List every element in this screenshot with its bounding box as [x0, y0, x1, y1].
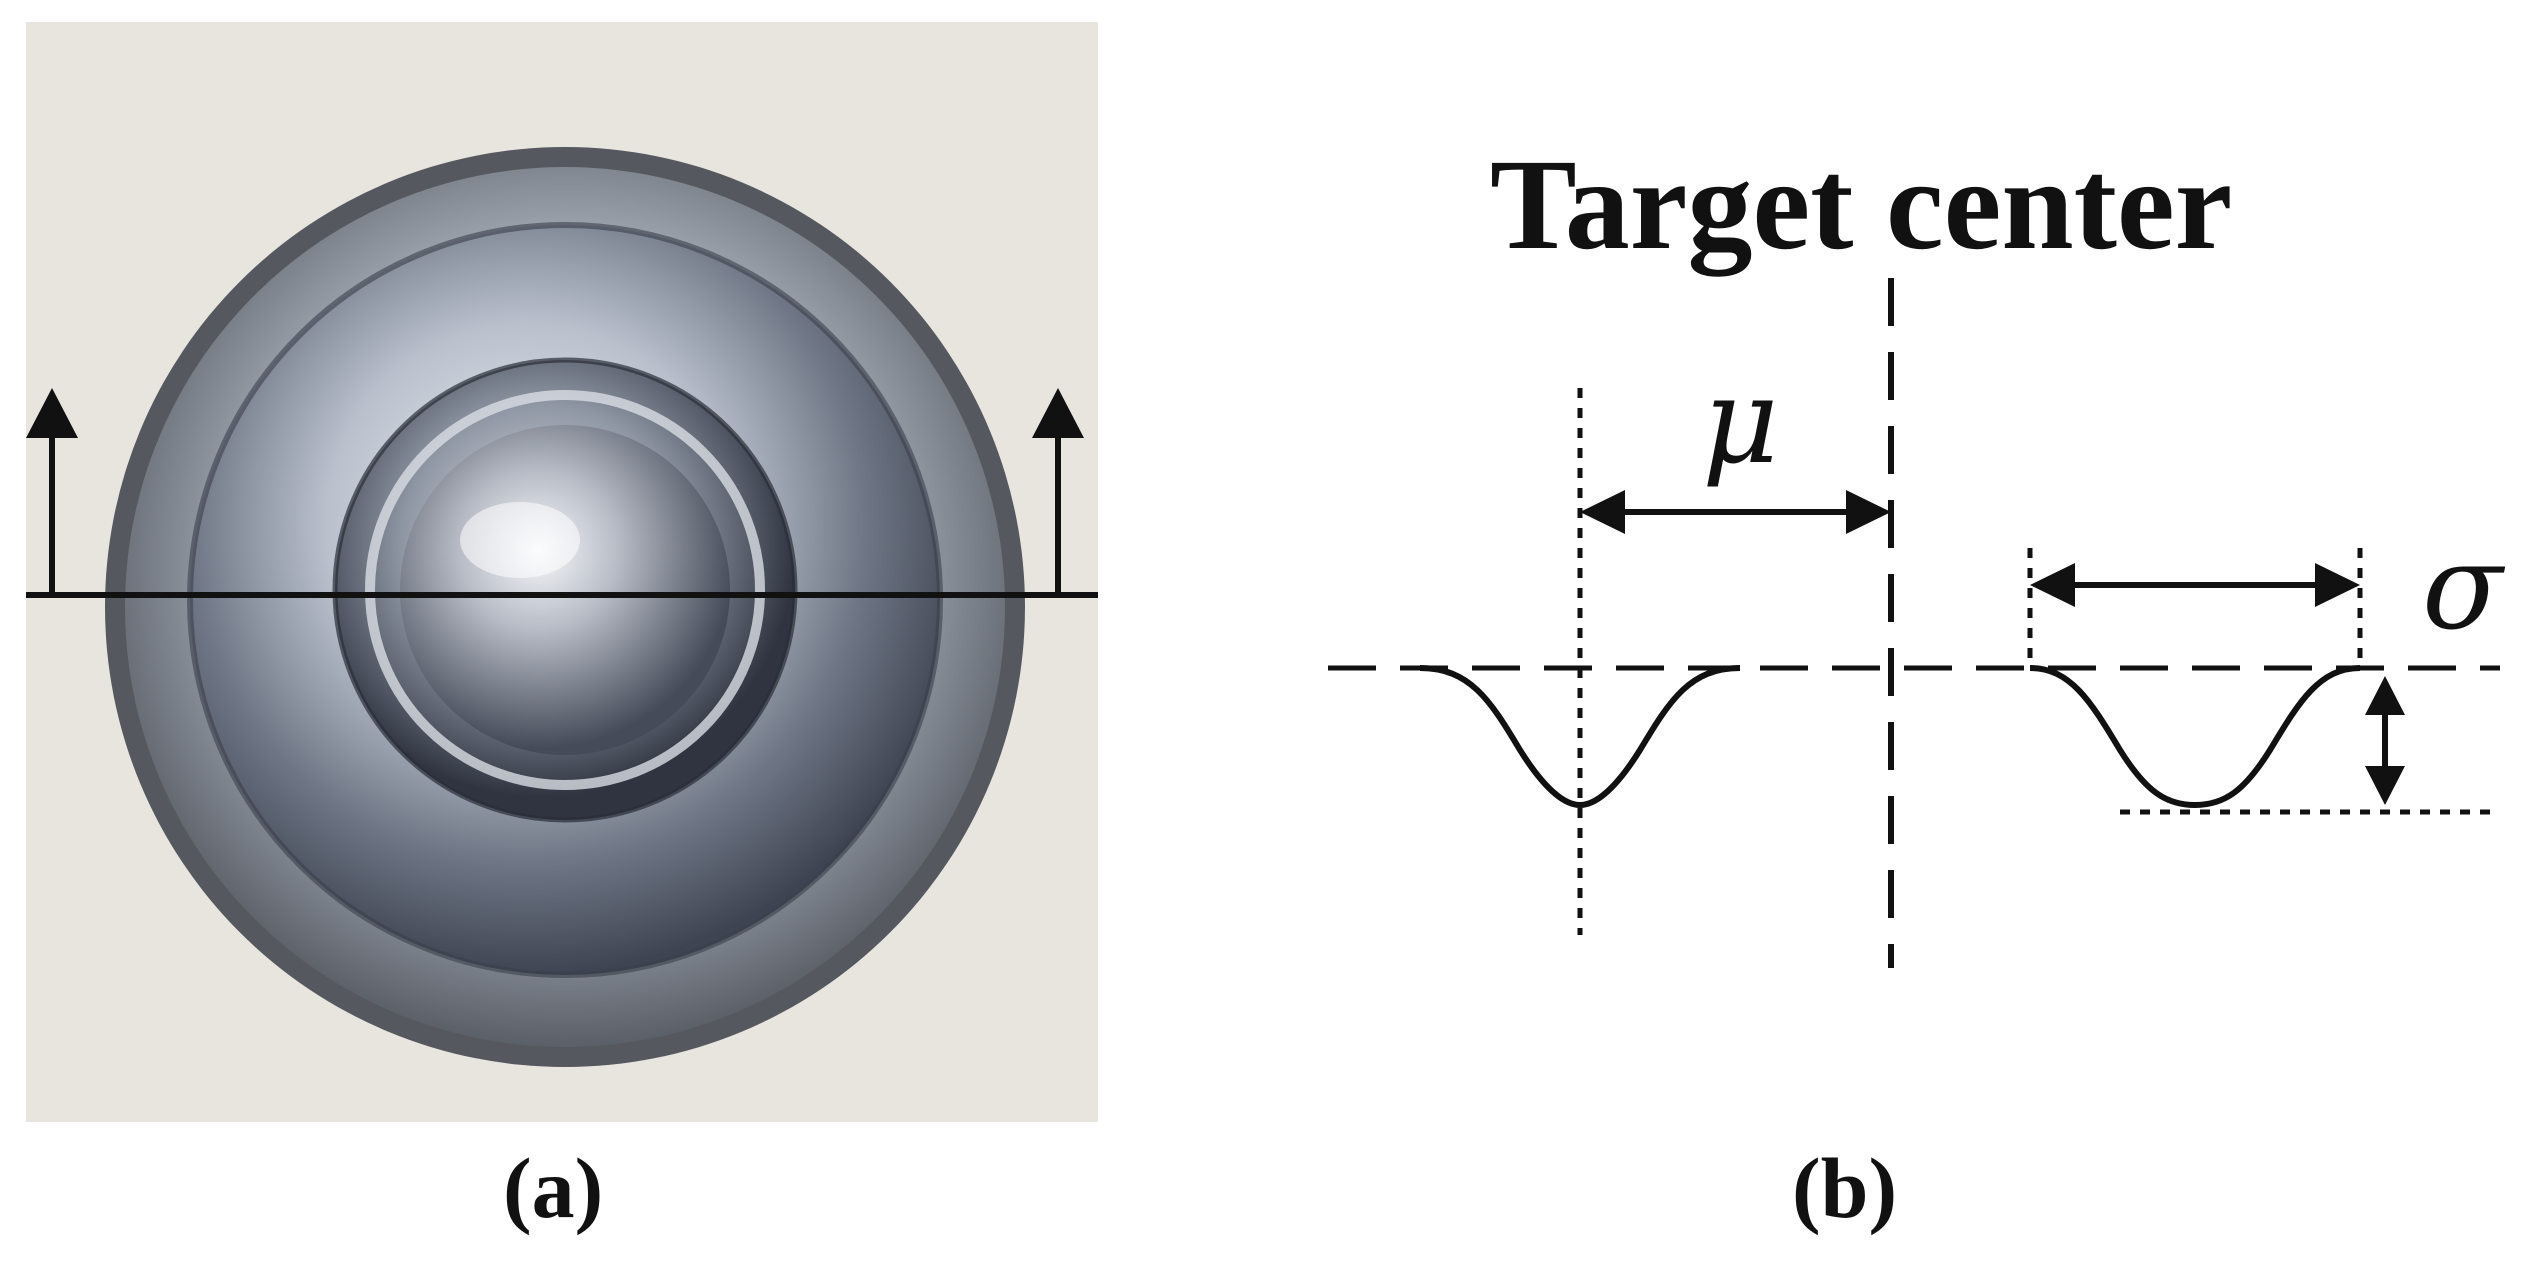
glass-ring — [365, 390, 765, 790]
section-arrow-left-icon — [26, 388, 78, 438]
mu-arrow-left-icon — [1580, 490, 1625, 534]
groove-profile-left — [1419, 665, 1741, 809]
caption-a: (a) — [503, 1140, 604, 1236]
section-arrow-right-icon — [1032, 388, 1084, 438]
inner-cup-rim — [332, 357, 798, 823]
metal-disk-rim — [187, 222, 943, 978]
panel-a-photo — [26, 22, 1098, 1122]
groove-profile-right — [2029, 665, 2361, 809]
depth-arrow-up-icon — [2365, 676, 2405, 715]
sigma-label: σ — [2422, 518, 2503, 656]
depth-arrow-down-icon — [2365, 766, 2405, 805]
center-dome — [400, 425, 730, 755]
dome-highlight — [460, 502, 580, 578]
sigma-arrow-left-icon — [2030, 563, 2075, 607]
sigma-arrow-right-icon — [2315, 563, 2360, 607]
panel-b-diagram — [1328, 278, 2500, 968]
mu-arrow-right-icon — [1846, 490, 1891, 534]
mu-label: μ — [1702, 352, 1779, 490]
target-center-title: Target center — [1490, 133, 2233, 277]
caption-b: (b) — [1792, 1140, 1898, 1236]
